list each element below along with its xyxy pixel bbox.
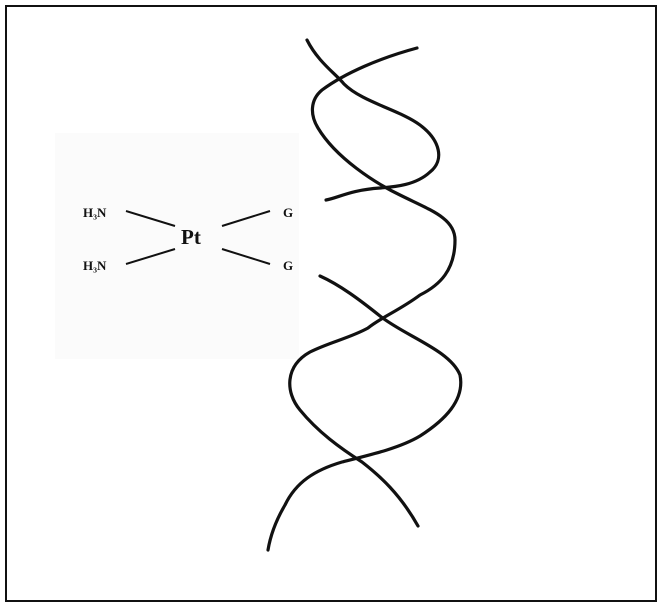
complex-panel — [55, 133, 299, 359]
platinum-complex: H₃N H₃N Pt G G — [83, 205, 293, 273]
dna-strand-1 — [305, 38, 441, 202]
bond-n-pt-top — [125, 210, 176, 227]
platinum-atom: Pt — [181, 225, 201, 249]
bond-pt-g-top — [221, 210, 271, 227]
ammine-ligand-top: H₃N — [83, 205, 107, 220]
dna-strand-3 — [266, 274, 463, 552]
dna-strand-2 — [288, 46, 457, 528]
guanine-top: G — [283, 205, 293, 220]
figure-border — [5, 5, 657, 602]
dna-double-helix — [266, 38, 463, 552]
bond-pt-g-bottom — [221, 248, 271, 265]
bond-n-pt-bottom — [125, 248, 176, 265]
ammine-ligand-bottom: H₃N — [83, 258, 107, 273]
guanine-bottom: G — [283, 258, 293, 273]
